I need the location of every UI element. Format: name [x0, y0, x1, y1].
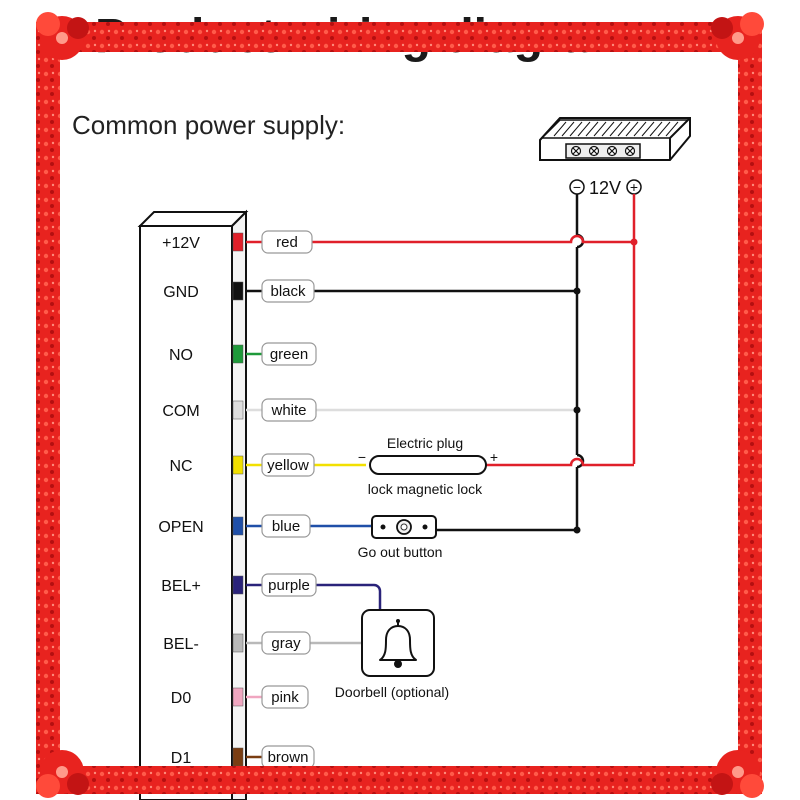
- terminal-row: BEL+ purple: [161, 573, 317, 597]
- bell-icon: [379, 619, 417, 668]
- terminal-row: COM white: [162, 398, 317, 422]
- wire-color-label: green: [270, 346, 308, 363]
- terminal-color-tab: [232, 575, 244, 595]
- terminal-color-tab: [232, 747, 244, 767]
- terminal-pin-label: OPEN: [158, 519, 203, 536]
- wire-label-pill: [261, 573, 317, 597]
- wire-color-label: gray: [271, 635, 301, 652]
- wire-color-label: purple: [268, 577, 310, 594]
- exit-button: Go out button: [358, 515, 443, 560]
- wire-label-pill: [261, 514, 311, 538]
- wire-color-label: white: [270, 402, 306, 419]
- lock-plus: +: [490, 449, 498, 465]
- wire-label-pill: [261, 685, 309, 709]
- terminal-color-tab: [232, 687, 244, 707]
- psu-minus: −: [573, 179, 581, 195]
- terminal-pin-label: D1: [171, 750, 192, 767]
- junction-dot: [573, 287, 581, 295]
- corner-flower-icon: [711, 12, 764, 60]
- doorbell-label: Doorbell (optional): [335, 684, 449, 700]
- wire-purple: [246, 583, 382, 610]
- lock-bottom-label: lock magnetic lock: [368, 481, 483, 497]
- power-terminal-icons: [570, 145, 636, 157]
- terminal-pin-label: NO: [169, 347, 193, 364]
- terminal-row: D1 brown: [171, 745, 315, 769]
- wire-color-label: yellow: [267, 457, 309, 474]
- terminal-pin-label: D0: [171, 690, 192, 707]
- wire-label-pill: [261, 279, 315, 303]
- exit-button-label: Go out button: [358, 544, 443, 560]
- power-supply: − 12V +: [539, 117, 691, 198]
- wire-label-pill: [261, 398, 317, 422]
- terminal-row: +12V red: [162, 230, 313, 254]
- wire-label-pill: [261, 631, 311, 655]
- terminal-row: D0 pink: [171, 685, 309, 709]
- section-title: Common power supply:: [72, 110, 345, 140]
- terminal-pin-label: BEL+: [161, 578, 201, 595]
- psu-voltage: 12V: [589, 178, 621, 198]
- corner-flower-icon: [36, 12, 89, 60]
- junction-dot: [573, 526, 581, 534]
- terminal-color-tab: [232, 232, 244, 252]
- lock-icon: [369, 455, 487, 475]
- wire-label-pill: [261, 342, 317, 366]
- lock-top-label: Electric plug: [387, 435, 463, 451]
- power-rails: [575, 194, 636, 530]
- wire-lock-plus: [486, 457, 634, 467]
- wire-label-pill: [261, 453, 315, 477]
- psu-plus: +: [630, 179, 638, 195]
- terminal-color-tab: [232, 400, 244, 420]
- wire-color-label: brown: [268, 749, 309, 766]
- wire-red: [246, 234, 634, 244]
- electric-lock: Electric plug − + lock magnetic lock: [358, 435, 498, 497]
- terminal-row: GND black: [163, 279, 315, 303]
- wire-label-pill: [261, 230, 313, 254]
- junction-dot: [630, 238, 638, 246]
- terminal-pin-label: COM: [162, 403, 199, 420]
- terminal-color-tab: [232, 516, 244, 536]
- terminal-color-tab: [232, 455, 244, 475]
- terminal-row: BEL-gray: [163, 631, 311, 655]
- terminal-color-tab: [232, 633, 244, 653]
- decorative-frame: [36, 12, 764, 798]
- wire-color-label: blue: [272, 518, 300, 535]
- terminal-pin-label: BEL-: [163, 636, 199, 653]
- terminal-color-tab: [232, 344, 244, 364]
- terminal-row: OPEN blue: [158, 514, 311, 538]
- doorbell: Doorbell (optional): [335, 609, 449, 700]
- terminal-row: NC yellow: [169, 453, 315, 477]
- wire-color-label: pink: [271, 689, 299, 706]
- terminal-pin-label: +12V: [162, 235, 200, 252]
- corner-flower-icon: [711, 750, 764, 798]
- corner-flower-icon: [36, 750, 89, 798]
- terminal-pin-label: NC: [169, 458, 192, 475]
- lock-minus: −: [358, 449, 366, 465]
- junction-dot: [573, 406, 581, 414]
- terminal-color-tab: [232, 281, 244, 301]
- terminal-pin-label: GND: [163, 284, 199, 301]
- terminal-row: NO green: [169, 342, 317, 366]
- wire-color-label: red: [276, 234, 298, 251]
- wire-color-label: black: [270, 283, 306, 300]
